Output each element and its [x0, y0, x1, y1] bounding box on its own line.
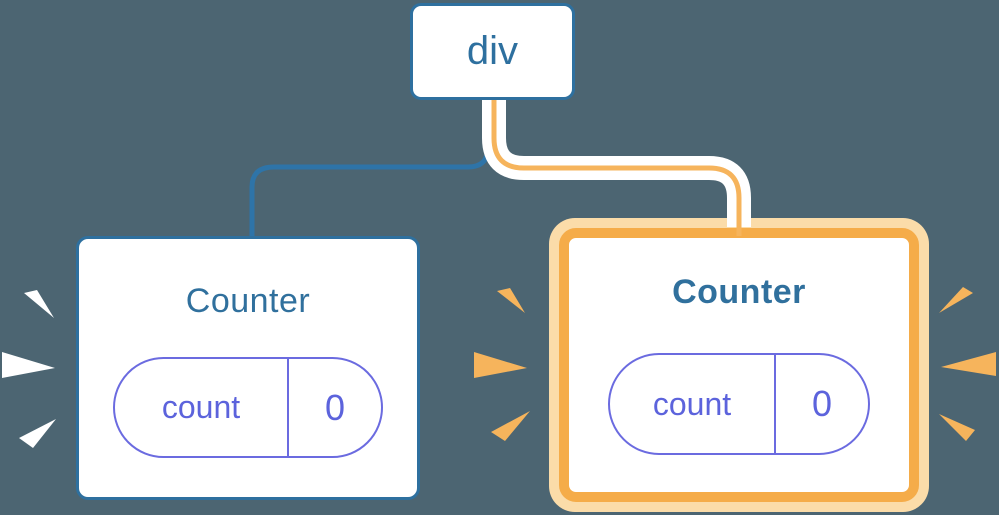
left-counter-sparks: [2, 290, 56, 448]
spark-icon: [941, 352, 996, 376]
state-pill: count 0: [608, 353, 870, 455]
right-counter-card: Counter count 0: [559, 228, 919, 502]
left-counter-card: Counter count 0: [76, 236, 420, 500]
spark-icon: [2, 352, 55, 378]
right-counter-left-sparks: [474, 288, 530, 441]
edge-root-to-right-counter-casing: [482, 100, 751, 227]
state-value-cell: 0: [324, 386, 346, 428]
root-node: div: [410, 3, 575, 100]
right-counter-highlight-ring: Counter count 0: [549, 218, 929, 512]
state-key-cell: count: [610, 355, 776, 453]
spark-icon: [497, 288, 525, 313]
spark-icon: [19, 419, 56, 448]
spark-icon: [939, 287, 973, 313]
state-key-cell: count: [115, 359, 289, 456]
spark-icon: [474, 352, 527, 378]
state-value-cell: 0: [811, 383, 833, 424]
counter-title: Counter: [185, 282, 311, 320]
spark-icon: [24, 290, 54, 318]
edge-root-to-left-counter: [249, 100, 491, 240]
spark-icon: [491, 411, 530, 441]
root-node-label: div: [466, 29, 519, 73]
edge-root-to-right-counter: [491, 100, 742, 236]
right-counter-right-sparks: [939, 287, 996, 441]
state-pill: count 0: [113, 357, 383, 458]
counter-title: Counter: [672, 273, 806, 311]
spark-icon: [939, 414, 975, 441]
